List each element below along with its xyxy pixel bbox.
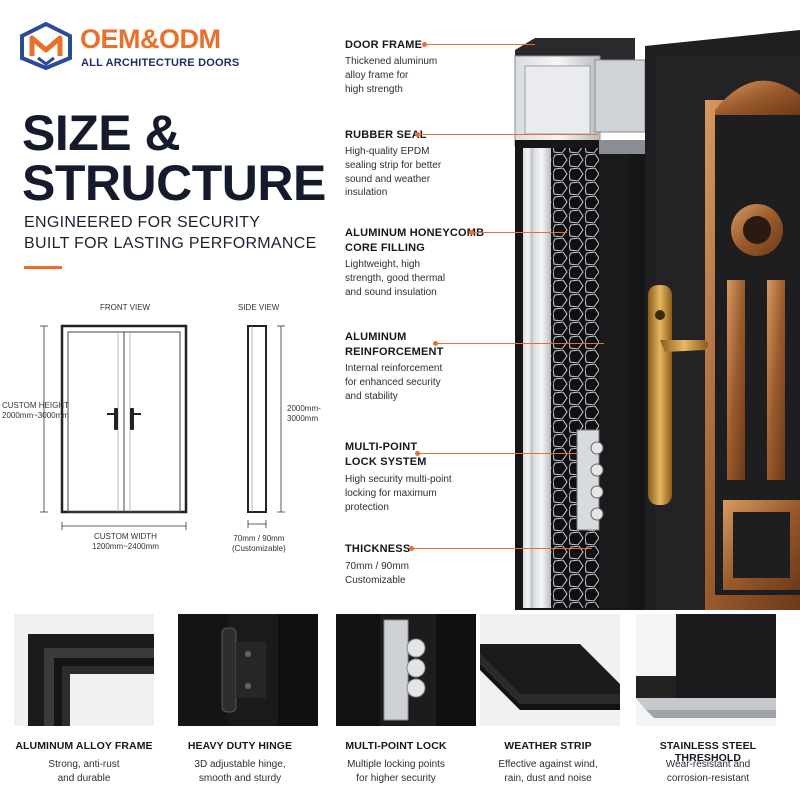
detail-desc-line: Multiple locking points — [347, 759, 445, 770]
detail-desc-multi-point-lock: Multiple locking points for higher secur… — [316, 758, 476, 786]
side-height-line-1: 2000mm- — [287, 404, 321, 413]
side-view-label: SIDE VIEW — [238, 303, 280, 312]
detail-desc-hinge: 3D adjustable hinge, smooth and sturdy — [160, 758, 320, 786]
feature-desc-multi-point-lock: High security multi-point locking for ma… — [345, 473, 475, 514]
leader-line-multi-point-lock — [415, 451, 578, 456]
leader-line-thickness — [409, 546, 592, 551]
weather-strip-photo-icon — [480, 614, 620, 726]
leader-line-honeycomb-core — [469, 230, 567, 235]
feature-desc-line: Thickened aluminum — [345, 56, 438, 67]
feature-desc-honeycomb-core: Lightweight, high strength, good thermal… — [345, 258, 465, 299]
front-view-label: FRONT VIEW — [100, 303, 151, 312]
feature-desc-line: high strength — [345, 83, 403, 95]
tagline-2: BUILT FOR LASTING PERFORMANCE — [24, 235, 317, 252]
tagline-1: ENGINEERED FOR SECURITY — [24, 214, 261, 231]
detail-label-alloy-frame: ALUMINUM ALLOY FRAME — [15, 740, 153, 752]
feature-desc-line: Lightweight, high — [345, 259, 421, 270]
dimension-drawing-svg — [40, 324, 285, 530]
detail-desc-line: Effective against wind, — [498, 759, 598, 770]
feature-title-line: ALUMINUM HONEYCOMB — [345, 227, 485, 239]
feature-title-honeycomb-core: ALUMINUM HONEYCOMB CORE FILLING — [345, 226, 484, 256]
height-label: CUSTOM HEIGHT 2000mm~3000mm — [2, 401, 69, 422]
side-height-line-2: 3000mm — [287, 414, 319, 424]
detail-desc-line: smooth and sturdy — [198, 773, 282, 784]
feature-title-aluminum-reinforcement: ALUMINUM REINFORCEMENT — [345, 330, 444, 360]
door-cutaway-illustration — [514, 30, 800, 610]
headline-line-2: STRUCTURE — [22, 155, 326, 211]
detail-desc-weather-strip: Effective against wind, rain, dust and n… — [468, 758, 628, 786]
feature-desc-line: for enhanced security — [345, 376, 441, 388]
feature-desc-rubber-seal: High-quality EPDM sealing strip for bett… — [345, 145, 465, 200]
feature-desc-line: and stability — [345, 390, 398, 402]
feature-desc-line: Customizable — [345, 574, 406, 586]
feature-title-line: THICKNESS — [345, 543, 411, 555]
feature-title-line: LOCK SYSTEM — [345, 455, 427, 468]
feature-desc-line: 70mm / 90mm — [345, 561, 409, 572]
feature-title-line: DOOR FRAME — [345, 39, 423, 51]
feature-desc-line: strength, good thermal — [345, 272, 446, 284]
width-label-line-1: CUSTOM WIDTH — [93, 532, 157, 541]
feature-desc-line: Internal reinforcement — [345, 363, 443, 374]
alloy-frame-photo-icon — [14, 614, 154, 726]
thickness-line-2: (Customizable) — [232, 544, 286, 554]
feature-desc-line: locking for maximum — [345, 487, 437, 499]
feature-desc-line: sealing strip for better — [345, 159, 442, 171]
dimension-drawing: FRONT VIEW SIDE VIEW CUSTOM HEIGHT 2000m… — [0, 296, 321, 566]
detail-label-multi-point-lock: MULTI-POINT LOCK — [345, 740, 447, 752]
feature-desc-line: and sound insulation — [345, 286, 437, 298]
detail-desc-line: Wear-resistant and — [665, 759, 751, 770]
feature-desc-aluminum-reinforcement: Internal reinforcement for enhanced secu… — [345, 362, 465, 403]
detail-desc-line: corrosion-resistant — [666, 773, 750, 784]
detail-label-hinge: HEAVY DUTY HINGE — [187, 740, 293, 752]
width-label: CUSTOM WIDTH 1200mm~2400mm — [92, 532, 159, 553]
feature-title-line: REINFORCEMENT — [345, 345, 444, 358]
feature-desc-door-frame: Thickened aluminum alloy frame for high … — [345, 55, 465, 96]
feature-title-thickness: THICKNESS — [345, 542, 410, 557]
height-label-line-1: CUSTOM HEIGHT — [2, 401, 69, 410]
feature-desc-line: High-quality EPDM — [345, 146, 430, 157]
detail-desc-line: Strong, anti-rust — [48, 759, 120, 770]
detail-desc-line: 3D adjustable hinge, — [194, 759, 286, 770]
feature-title-line: MULTI-POINT — [345, 441, 418, 453]
brand-logo-icon — [20, 22, 72, 70]
detail-label-weather-strip: WEATHER STRIP — [504, 740, 592, 752]
feature-desc-thickness: 70mm / 90mm Customizable — [345, 560, 465, 588]
feature-desc-line: protection — [345, 501, 389, 513]
detail-desc-alloy-frame: Strong, anti-rust and durable — [4, 758, 164, 786]
side-height-label: 2000mm- 3000mm — [287, 404, 321, 425]
headline-line-1: SIZE & — [22, 105, 181, 161]
feature-desc-line: insulation — [345, 187, 388, 199]
height-label-line-2: 2000mm~3000mm — [2, 411, 69, 421]
threshold-photo-icon — [636, 614, 776, 726]
thickness-line-1: 70mm / 90mm — [233, 534, 285, 543]
detail-desc-threshold: Wear-resistant and corrosion-resistant — [628, 758, 788, 786]
leader-line-door-frame — [422, 42, 535, 47]
leader-line-rubber-seal — [415, 132, 598, 137]
feature-title-line: RUBBER SEAL — [345, 129, 427, 141]
feature-title-line: ALUMINUM — [345, 331, 407, 343]
detail-label-threshold: STAINLESS STEEL THRESHOLD — [659, 740, 757, 764]
multi-point-lock-photo-icon — [336, 614, 476, 726]
feature-desc-line: High security multi-point — [345, 474, 452, 485]
feature-title-multi-point-lock: MULTI-POINT LOCK SYSTEM — [345, 440, 427, 470]
detail-desc-line: and durable — [57, 773, 111, 784]
feature-title-line: CORE FILLING — [345, 241, 426, 254]
detail-desc-line: for higher security — [356, 773, 436, 784]
feature-title-door-frame: DOOR FRAME — [345, 38, 422, 53]
leader-line-aluminum-reinforcement — [433, 341, 604, 346]
accent-divider — [24, 266, 62, 269]
feature-desc-line: alloy frame for — [345, 69, 409, 81]
width-label-line-2: 1200mm~2400mm — [92, 542, 159, 552]
thickness-label: 70mm / 90mm (Customizable) — [232, 534, 286, 555]
brand-name: OEM&ODM — [80, 24, 221, 54]
hinge-photo-icon — [178, 614, 318, 726]
detail-desc-line: rain, dust and noise — [504, 773, 592, 784]
feature-desc-line: sound and weather — [345, 173, 431, 185]
brand-subtitle: ALL ARCHITECTURE DOORS — [81, 57, 240, 69]
feature-title-rubber-seal: RUBBER SEAL — [345, 128, 427, 143]
